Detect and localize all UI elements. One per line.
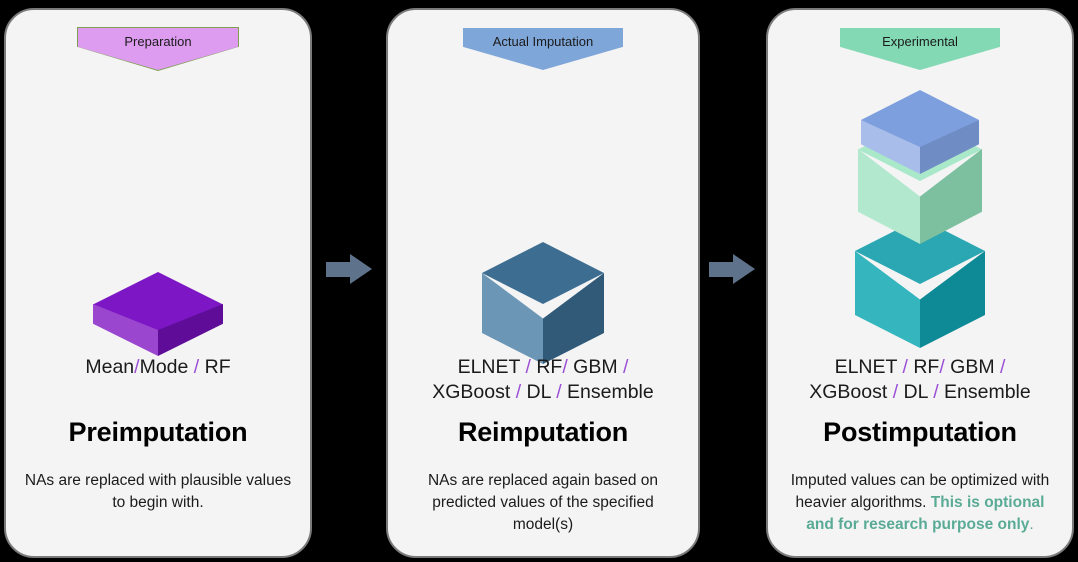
arrow-shaft bbox=[326, 262, 352, 277]
description-text: NAs are replaced with plausible values t… bbox=[24, 472, 292, 511]
panel-postimputation: Experimental ELNET / bbox=[766, 8, 1074, 558]
arrow-head bbox=[350, 254, 372, 284]
heading-text: Postimputation bbox=[823, 417, 1017, 447]
separator-slash: / bbox=[134, 356, 140, 378]
graphic-purple-slab-block bbox=[93, 272, 223, 356]
description-tail: . bbox=[1029, 516, 1034, 533]
algorithms-reimputation: ELNET / RF/ GBM / XGBoost / DL / Ensembl… bbox=[388, 355, 698, 405]
description-reimputation: NAs are replaced again based on predicte… bbox=[388, 470, 698, 536]
heading-preimputation: Preimputation bbox=[6, 417, 310, 448]
separator-slash: / bbox=[892, 381, 899, 403]
algorithms-line-1: ELNET / RF/ GBM / bbox=[834, 356, 1006, 378]
banner-label-preparation: Preparation bbox=[124, 34, 192, 49]
banner-actual-imputation: Actual Imputation bbox=[463, 28, 623, 70]
arrow-head bbox=[733, 254, 755, 284]
block-top-blue-slab bbox=[861, 90, 979, 174]
banner-experimental: Experimental bbox=[840, 28, 1000, 70]
separator-slash: / bbox=[562, 356, 568, 378]
separator-slash: / bbox=[1000, 356, 1006, 378]
description-highlight: This is optional and for research purpos… bbox=[806, 494, 1045, 533]
description-text: Imputed values can be optimized with hea… bbox=[790, 472, 1050, 511]
graphic-stacked-three-block-tower bbox=[855, 90, 985, 350]
panel-preimputation: Preparation Mean/Mode / RF Preimputation… bbox=[4, 8, 312, 558]
separator-slash: / bbox=[193, 356, 200, 378]
block-bottom-teal bbox=[855, 218, 985, 348]
heading-reimputation: Reimputation bbox=[388, 417, 698, 448]
banner-label-actual-imputation: Actual Imputation bbox=[492, 34, 594, 49]
separator-slash: / bbox=[556, 381, 562, 403]
banner-label-experimental: Experimental bbox=[882, 34, 958, 49]
algorithms-text: Mean/Mode / RF bbox=[85, 356, 231, 378]
separator-slash: / bbox=[623, 356, 629, 378]
separator-slash: / bbox=[525, 356, 531, 378]
separator-slash: / bbox=[933, 381, 939, 403]
algorithms-line-1: ELNET / RF/ GBM / bbox=[457, 356, 629, 378]
graphic-blue-cube-block bbox=[482, 242, 604, 364]
algorithms-line-2: XGBoost / DL / Ensemble bbox=[432, 381, 654, 403]
separator-slash: / bbox=[515, 381, 522, 403]
separator-slash: / bbox=[939, 356, 945, 378]
description-preimputation: NAs are replaced with plausible values t… bbox=[6, 470, 310, 514]
arrow-shaft bbox=[709, 262, 735, 277]
panel-reimputation: Actual Imputation ELNET / RF/ GBM / XGBo… bbox=[386, 8, 700, 558]
heading-postimputation: Postimputation bbox=[768, 417, 1072, 448]
arrow-stage-2-to-3 bbox=[709, 254, 755, 285]
separator-slash: / bbox=[902, 356, 908, 378]
banner-preparation: Preparation bbox=[78, 28, 238, 70]
description-postimputation: Imputed values can be optimized with hea… bbox=[768, 470, 1072, 536]
algorithms-postimputation: ELNET / RF/ GBM / XGBoost / DL / Ensembl… bbox=[768, 355, 1072, 405]
description-text: NAs are replaced again based on predicte… bbox=[427, 472, 659, 533]
algorithms-preimputation: Mean/Mode / RF bbox=[6, 355, 310, 380]
heading-text: Preimputation bbox=[68, 417, 248, 447]
arrow-stage-1-to-2 bbox=[326, 254, 372, 285]
algorithms-line-2: XGBoost / DL / Ensemble bbox=[809, 381, 1031, 403]
heading-text: Reimputation bbox=[457, 417, 629, 447]
